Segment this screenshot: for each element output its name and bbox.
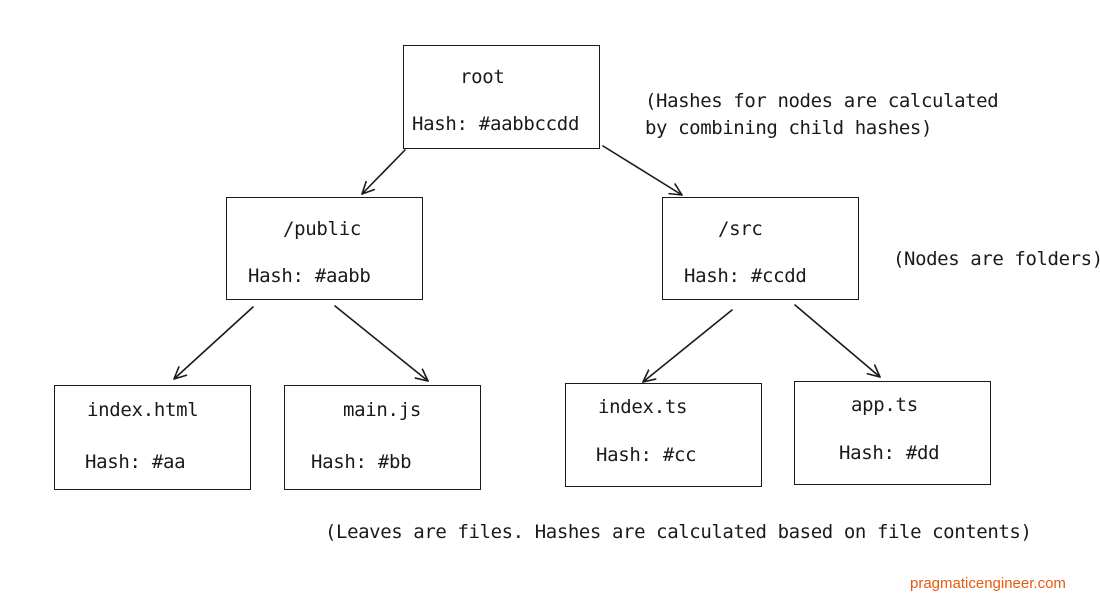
node-index-ts-hash: Hash: #cc [596,444,697,466]
edge-root-to-public [361,149,406,195]
arrowhead-src-to-app_ts [866,364,881,378]
node-app-ts-hash: Hash: #dd [839,442,940,464]
node-root-name: root [460,66,505,88]
arrowhead-public-to-main_js [414,368,429,382]
node-root-hash: Hash: #aabbccdd [412,113,580,135]
note-nodes-folders: (Nodes are folders) [893,248,1100,270]
arrowhead-root-to-src [668,183,683,196]
arrowhead-public-to-index_html [173,366,188,380]
node-app-ts: app.ts Hash: #dd [794,381,991,485]
node-index-ts: index.ts Hash: #cc [565,383,762,487]
note-hash-calculation-line2: by combining child hashes) [645,117,933,139]
node-index-html: index.html Hash: #aa [54,385,251,490]
note-hash-calculation-line1: (Hashes for nodes are calculated [645,90,999,112]
node-index-html-hash: Hash: #aa [85,451,186,473]
node-public-hash: Hash: #aabb [248,265,371,287]
edge-src-to-index_ts [642,309,733,383]
note-hash-calculation: (Hashes for nodes are calculated by comb… [645,88,999,142]
node-index-html-name: index.html [87,399,199,421]
node-src-name: /src [718,218,763,240]
edge-src-to-app_ts [794,304,881,378]
node-app-ts-name: app.ts [851,394,918,416]
node-src: /src Hash: #ccdd [662,197,859,300]
node-main-js-name: main.js [343,399,421,421]
watermark-text: pragmaticengineer.com [910,575,1066,592]
edge-public-to-main_js [334,305,429,382]
node-main-js-hash: Hash: #bb [311,451,412,473]
node-main-js: main.js Hash: #bb [284,385,481,490]
node-src-hash: Hash: #ccdd [684,265,807,287]
edge-public-to-index_html [173,306,254,380]
arrowhead-root-to-public [361,180,376,195]
arrowhead-src-to-index_ts [642,369,657,383]
node-public: /public Hash: #aabb [226,197,423,300]
note-leaves-files: (Leaves are files. Hashes are calculated… [325,521,1032,543]
node-index-ts-name: index.ts [598,396,688,418]
node-public-name: /public [283,218,361,240]
edge-root-to-src [602,145,683,196]
node-root: root Hash: #aabbccdd [403,45,600,149]
